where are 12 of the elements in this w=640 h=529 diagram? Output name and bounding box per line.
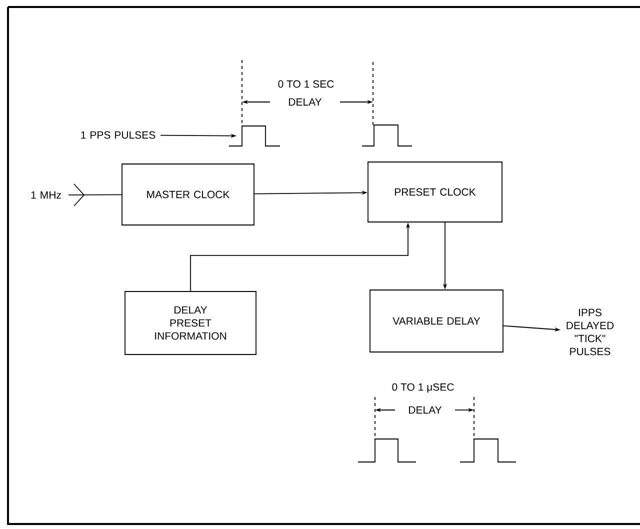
signal-label: IPPS DELAYED "TICK" PULSES: [566, 308, 614, 356]
pulse-drawing: [228, 126, 280, 146]
annotation-label: 0 TO 1 μSEC: [392, 383, 454, 393]
process-box: MASTER CLOCK: [122, 164, 254, 226]
signal-label: 1 PPS PULSES: [81, 131, 156, 139]
annotation-label: DELAY: [289, 98, 322, 106]
process-box: PRESET CLOCK: [368, 162, 502, 222]
signal-label: 1 MHz: [31, 191, 61, 199]
annotation-label: DELAY: [409, 406, 442, 414]
process-box: DELAY PRESET INFORMATION: [124, 291, 256, 355]
process-box: VARIABLE DELAY: [370, 290, 504, 352]
annotation-label: 0 TO 1 SEC: [278, 80, 334, 88]
